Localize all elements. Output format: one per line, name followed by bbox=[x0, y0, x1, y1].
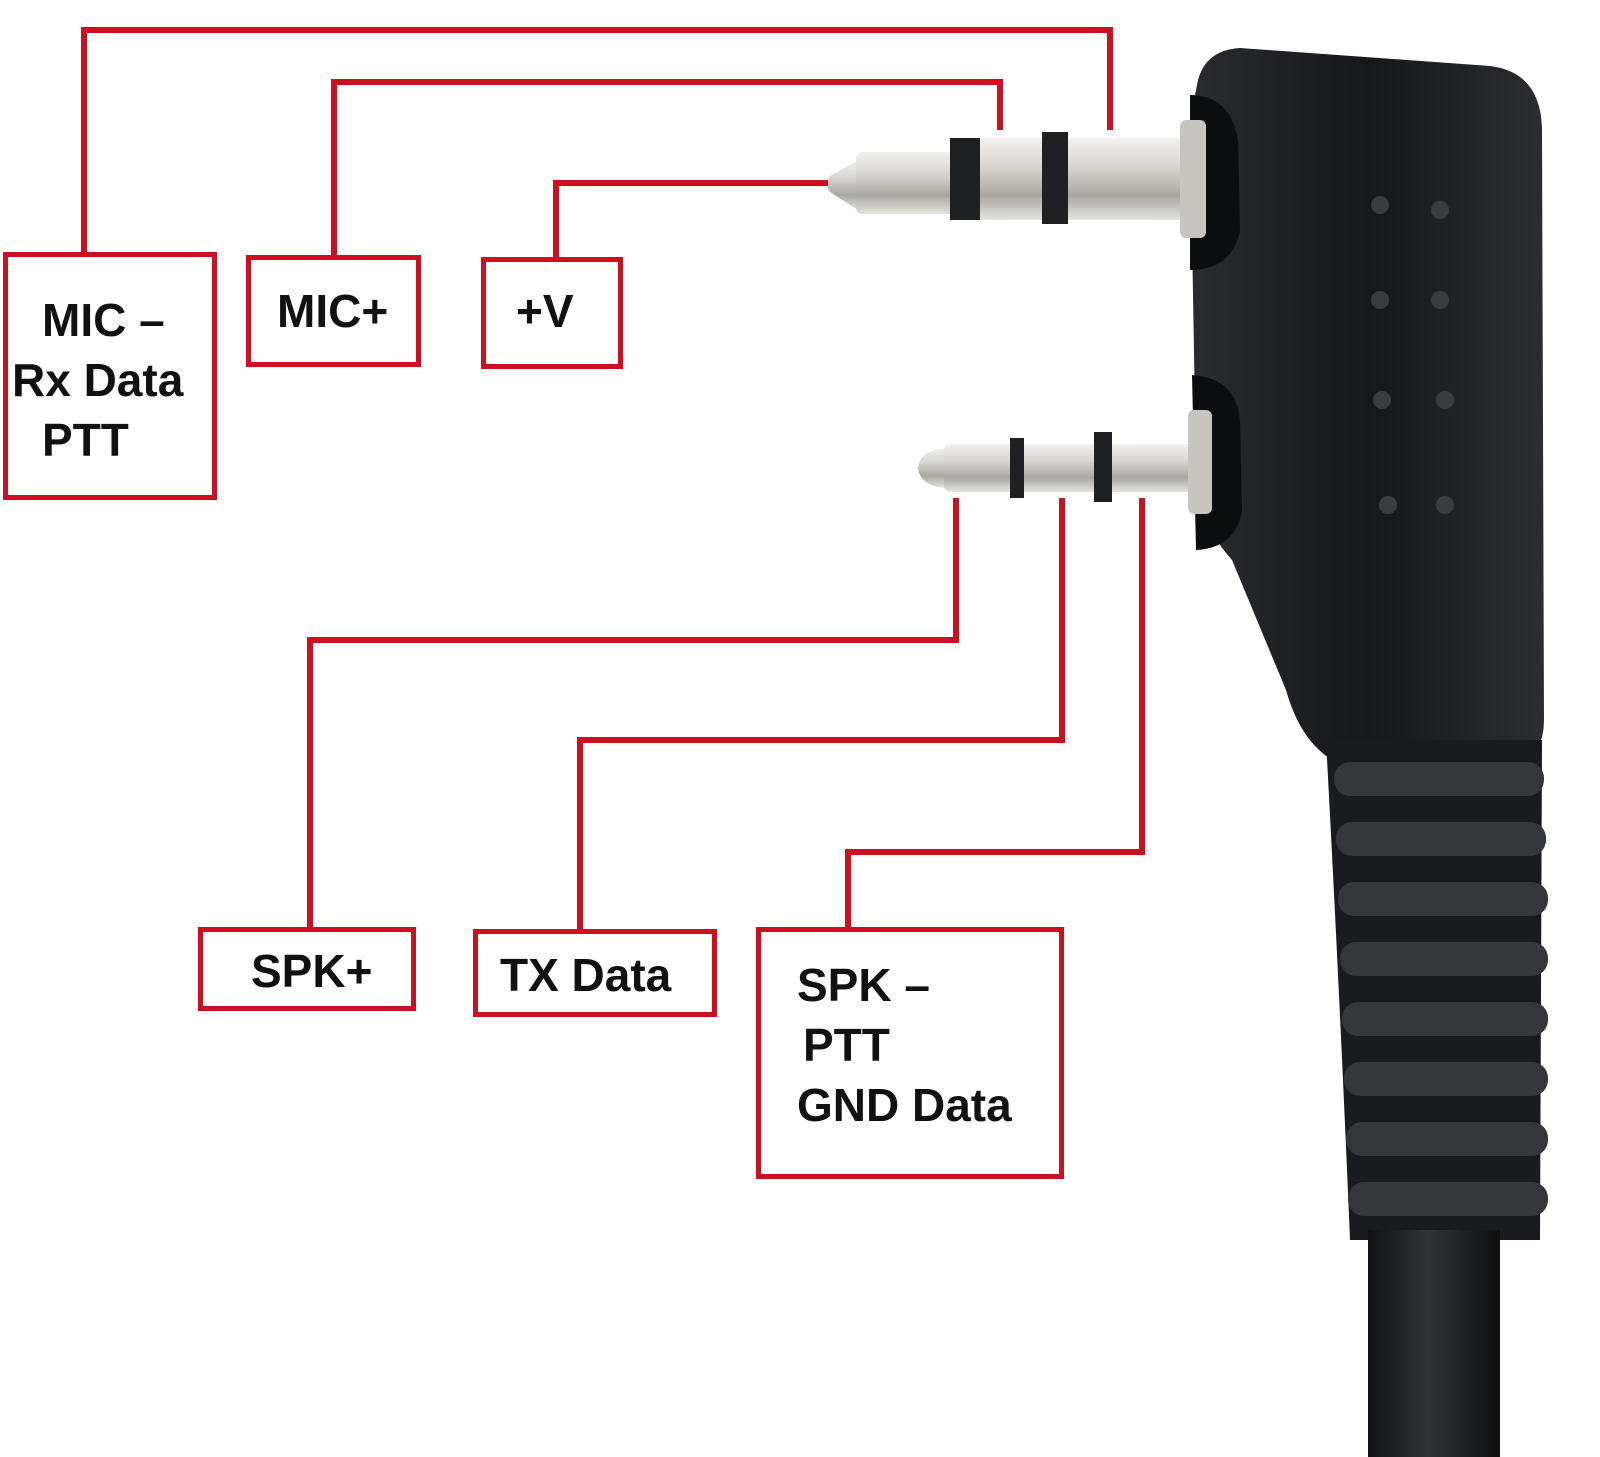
upper-pin-collar bbox=[1180, 120, 1206, 238]
lower-pin-ring-1 bbox=[1010, 438, 1024, 498]
label-line: MIC+ bbox=[277, 285, 389, 337]
grip-dots bbox=[1371, 196, 1454, 514]
wire-spk-plus bbox=[307, 498, 959, 927]
label-line: GND Data bbox=[797, 1078, 1012, 1131]
cable bbox=[1368, 1230, 1500, 1457]
plug-body bbox=[1190, 48, 1548, 1457]
label-plus-v: +V bbox=[481, 257, 623, 369]
lower-pin-shaft bbox=[944, 444, 1194, 492]
wire-plus-v bbox=[553, 180, 828, 257]
wire-mic-minus bbox=[81, 27, 1113, 252]
upper-pin bbox=[827, 120, 1206, 238]
strain-relief bbox=[1326, 740, 1542, 1240]
wire-mic-plus bbox=[331, 79, 1003, 255]
label-line: SPK+ bbox=[251, 945, 373, 997]
strain-relief-ribs bbox=[1334, 762, 1548, 1216]
label-line: TX Data bbox=[500, 949, 672, 1001]
label-mic-plus: MIC+ bbox=[246, 255, 421, 367]
upper-pin-ring-2 bbox=[1042, 132, 1068, 224]
label-line: SPK – bbox=[797, 959, 930, 1011]
lower-pin-ring-2 bbox=[1094, 432, 1112, 502]
lower-pin-tip bbox=[918, 448, 946, 488]
label-line: Rx Data bbox=[12, 353, 184, 406]
wire-spk-minus bbox=[845, 498, 1145, 927]
lower-pin bbox=[918, 410, 1212, 514]
plug-housing bbox=[1190, 48, 1544, 760]
label-mic-minus-rx-data-ptt: MIC – Rx Data PTT bbox=[3, 252, 217, 500]
upper-pin-tip bbox=[827, 160, 858, 210]
label-line: +V bbox=[516, 285, 574, 337]
wire-tx-data bbox=[577, 498, 1065, 929]
label-tx-data: TX Data bbox=[473, 929, 717, 1017]
lower-pin-collar bbox=[1188, 410, 1212, 514]
label-spk-plus: SPK+ bbox=[198, 927, 416, 1011]
label-spk-minus-ptt-gnd-data: SPK – PTT GND Data bbox=[756, 927, 1064, 1179]
label-line: PTT bbox=[803, 1018, 890, 1071]
label-line: MIC – bbox=[42, 294, 165, 346]
label-line: PTT bbox=[42, 413, 129, 466]
upper-pin-ring-1 bbox=[950, 138, 980, 220]
